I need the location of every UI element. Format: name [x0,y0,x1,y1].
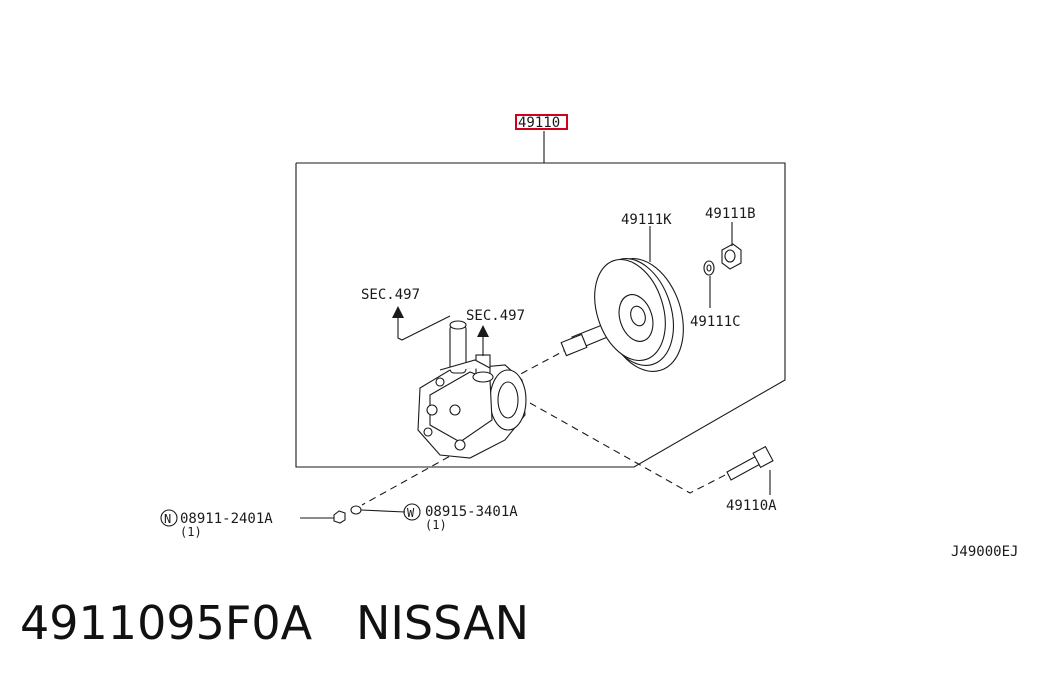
nut-n-badge: N [164,512,171,526]
bolt-part [726,445,774,481]
arrow-up-icon [477,325,489,337]
power-steering-pump [417,320,527,459]
part-number: 4911095F0A [20,596,313,650]
arrow-up-icon [392,306,404,318]
washer-w-badge: W [407,506,415,520]
main-part-highlight [515,114,568,130]
nut-n-part-label[interactable]: 08911-2401A [180,511,273,527]
sec-label-1[interactable]: SEC.497 [361,287,420,303]
bolt-label[interactable]: 49110A [726,498,777,514]
washer-label[interactable]: 49111C [690,314,741,330]
nut-label[interactable]: 49111B [705,206,756,222]
main-part-label[interactable]: 49110 [518,115,560,131]
part-caption: 4911095F0A NISSAN [20,596,529,650]
small-washer-part [350,505,362,515]
nut-n-qty: (1) [180,525,202,539]
washer-w-part-label[interactable]: 08915-3401A [425,504,518,520]
diagram-code: J49000EJ [951,544,1018,560]
pulley-label[interactable]: 49111K [621,212,672,228]
washer-w-qty: (1) [425,518,447,532]
assembly-frame [295,162,786,468]
sec-label-2[interactable]: SEC.497 [466,308,525,324]
small-nut-part [333,510,346,524]
nut-part [721,243,742,270]
pulley [594,258,684,372]
brand-name: NISSAN [355,596,530,650]
